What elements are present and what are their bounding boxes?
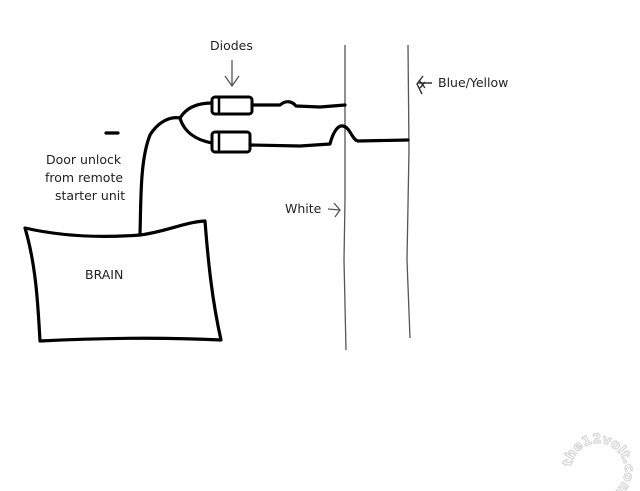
- blue-yellow-label: Blue/Yellow: [438, 75, 508, 90]
- door-unlock-label-line3: starter unit: [55, 188, 125, 203]
- brain-output-wire: [138, 116, 182, 237]
- diode-upper-output-wire: [250, 100, 347, 109]
- blue-yellow-wire: [406, 44, 411, 339]
- brain-label: BRAIN: [85, 267, 123, 282]
- white-wire: [343, 45, 347, 351]
- watermark-logo: the12volt.com: [560, 432, 636, 491]
- white-arrow-icon: [327, 202, 341, 218]
- lower-branch-wire: [178, 116, 214, 145]
- door-unlock-label-line1: Door unlock: [46, 152, 122, 167]
- blue-yellow-arrow-icon: [416, 75, 432, 95]
- diodes-arrow-icon: [224, 60, 240, 88]
- white-label: White: [285, 201, 322, 216]
- diodes-label: Diodes: [210, 38, 253, 53]
- upper-branch-wire: [178, 101, 214, 120]
- door-unlock-label-line2: from remote: [45, 170, 123, 185]
- diode-lower-output-wire: [248, 124, 410, 148]
- diode-lower: [210, 130, 252, 154]
- brain-box: [23, 219, 223, 343]
